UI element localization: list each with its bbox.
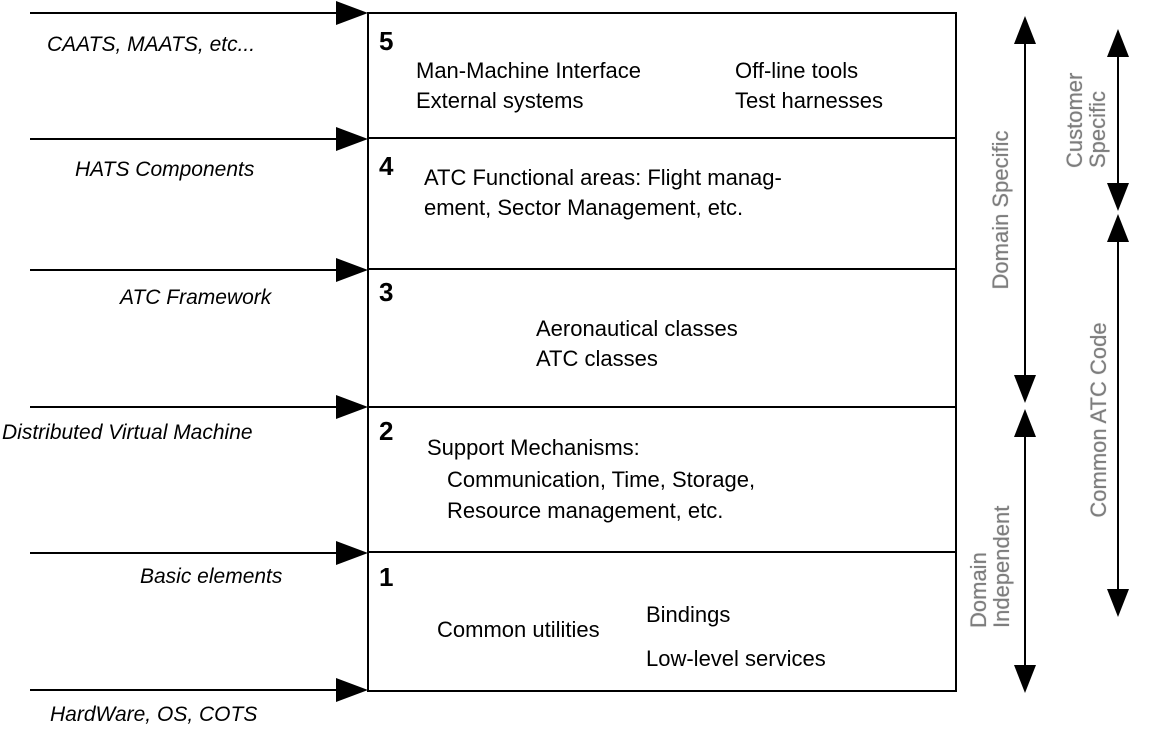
left-label-atc-framework: ATC Framework	[120, 286, 272, 309]
down-arrowhead-icon	[1107, 183, 1129, 211]
domain-specific-arrow-line	[1024, 40, 1026, 380]
layer5-item: Man-Machine Interface	[416, 58, 641, 83]
right-arrowhead-icon	[336, 541, 368, 565]
common-atc-code-label: Common ATC Code	[1086, 322, 1111, 518]
layer-number-4: 4	[379, 151, 394, 181]
left-arrow-line-6	[30, 689, 340, 691]
up-arrowhead-icon	[1107, 29, 1129, 57]
left-arrow-line-1	[30, 12, 340, 14]
left-arrow-line-5	[30, 552, 340, 554]
down-arrowhead-icon	[1014, 375, 1036, 403]
layer-stack-box	[367, 12, 957, 692]
customer-specific-arrow-line	[1117, 52, 1119, 188]
right-arrowhead-icon	[336, 127, 368, 151]
left-arrow-line-3	[30, 269, 340, 271]
layer-divider-3-2	[367, 406, 957, 408]
layer5-item: Test harnesses	[735, 88, 883, 113]
layer3-item: ATC classes	[536, 346, 658, 371]
left-label-hardware: HardWare, OS, COTS	[50, 703, 258, 726]
layer4-item: ement, Sector Management, etc.	[424, 195, 744, 220]
left-arrow-line-4	[30, 406, 340, 408]
layer-number-1: 1	[379, 562, 394, 592]
domain-independent-arrow-line	[1024, 433, 1026, 669]
left-label-caats: CAATS, MAATS, etc...	[47, 33, 256, 56]
common-atc-code-arrow-line	[1117, 238, 1119, 593]
layer1-item: Low-level services	[646, 646, 826, 671]
layer-divider-4-3	[367, 268, 957, 270]
layer2-item: Support Mechanisms:	[427, 435, 640, 460]
up-arrowhead-icon	[1014, 409, 1036, 437]
left-label-hats: HATS Components	[75, 158, 255, 181]
domain-independent-label: Domain Independent	[966, 505, 1014, 628]
layer2-item: Communication, Time, Storage,	[447, 467, 756, 492]
layer5-item: External systems	[416, 88, 584, 113]
layer1-item: Common utilities	[437, 617, 600, 642]
customer-specific-label: Customer Specific	[1062, 72, 1110, 168]
right-arrowhead-icon	[336, 1, 368, 25]
layer-divider-5-4	[367, 137, 957, 139]
layer-number-2: 2	[379, 416, 394, 446]
right-arrowhead-icon	[336, 258, 368, 282]
right-arrowhead-icon	[336, 395, 368, 419]
layer-number-3: 3	[379, 277, 394, 307]
down-arrowhead-icon	[1107, 589, 1129, 617]
left-label-dvm: Distributed Virtual Machine	[2, 421, 253, 444]
down-arrowhead-icon	[1014, 665, 1036, 693]
layer1-item: Bindings	[646, 602, 731, 627]
layer2-item: Resource management, etc.	[447, 498, 724, 523]
layer5-item: Off-line tools	[735, 58, 859, 83]
left-label-basic-elements: Basic elements	[140, 565, 283, 588]
left-arrow-line-2	[30, 138, 340, 140]
layer3-item: Aeronautical classes	[536, 316, 738, 341]
layer-number-5: 5	[379, 26, 394, 56]
layer-divider-2-1	[367, 551, 957, 553]
right-arrowhead-icon	[336, 678, 368, 702]
up-arrowhead-icon	[1014, 16, 1036, 44]
domain-specific-label: Domain Specific	[988, 130, 1013, 290]
up-arrowhead-icon	[1107, 214, 1129, 242]
layer4-item: ATC Functional areas: Flight manag-	[424, 165, 782, 190]
